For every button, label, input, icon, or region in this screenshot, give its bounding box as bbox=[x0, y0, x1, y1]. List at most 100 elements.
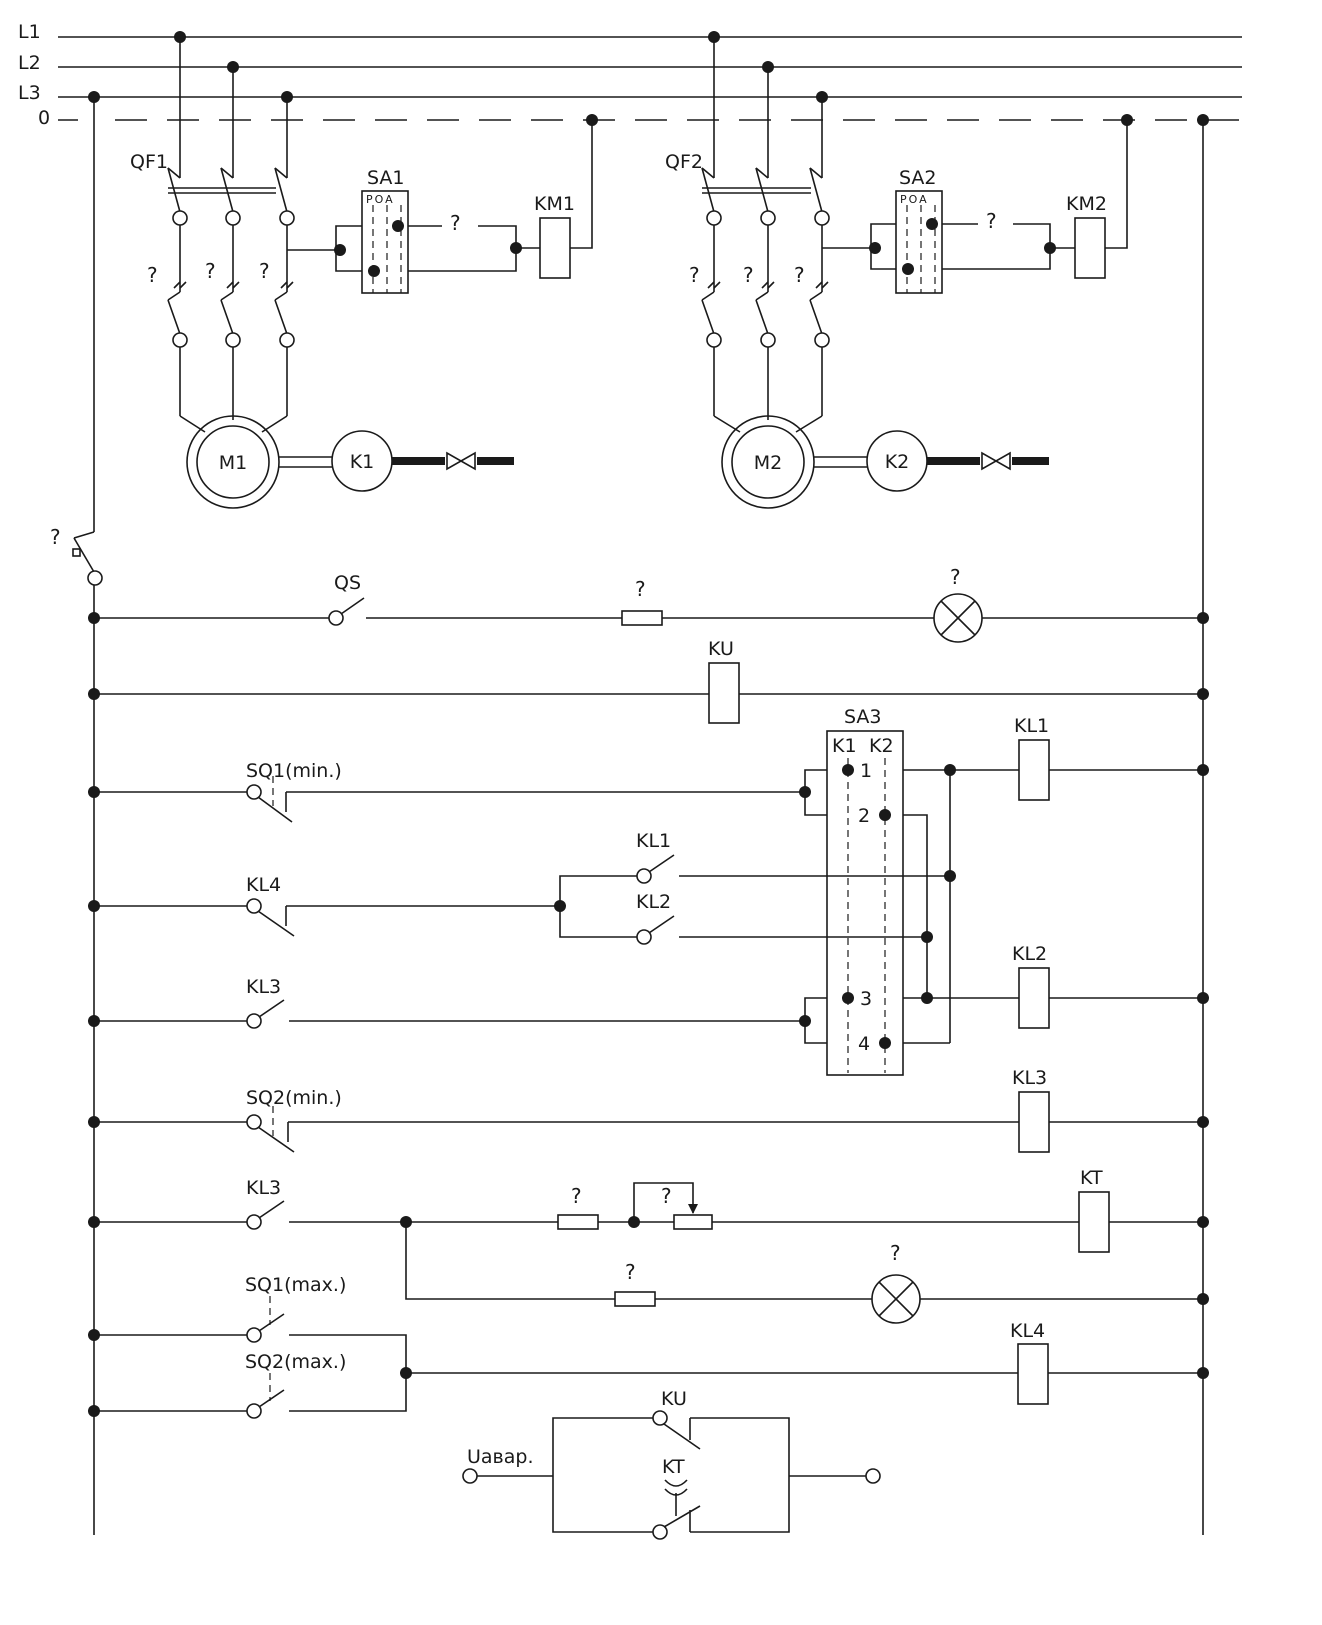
sa1-label: SA1 bbox=[367, 167, 405, 189]
rung-kl3-a: KL3 KL2 bbox=[88, 943, 1209, 1044]
pump-k1-label: K1 bbox=[350, 451, 375, 473]
pipe bbox=[1012, 457, 1049, 465]
unknown-mark: ? bbox=[794, 263, 805, 287]
sq1-max-label: SQ1(max.) bbox=[245, 1274, 346, 1296]
junction-dot bbox=[921, 992, 933, 1004]
sq1-min-terminal bbox=[246, 784, 262, 800]
junction-dot bbox=[88, 91, 100, 103]
motor-m2 bbox=[721, 415, 815, 509]
motor-m1 bbox=[186, 415, 280, 509]
rail-switch-terminal bbox=[87, 570, 103, 586]
valve-icon bbox=[446, 451, 476, 471]
kl3-contact-terminal bbox=[246, 1013, 262, 1029]
motor-m2-label: M2 bbox=[754, 452, 782, 474]
alarm-input-label: Uавар. bbox=[467, 1446, 534, 1468]
sa3-pos-2: 2 bbox=[858, 805, 870, 827]
sq2-min-terminal bbox=[246, 1114, 262, 1130]
junction-dot bbox=[1197, 1293, 1209, 1305]
coil-kl4 bbox=[1017, 1343, 1049, 1405]
unknown-mark: ? bbox=[689, 263, 700, 287]
kl1-coil-label: KL1 bbox=[1014, 715, 1049, 737]
coil-km2 bbox=[1074, 217, 1106, 279]
fuse-switch-marker bbox=[72, 548, 81, 557]
rheostat bbox=[673, 1214, 713, 1230]
kl3-contact-terminal bbox=[246, 1214, 262, 1230]
ku-coil-label: KU bbox=[708, 638, 734, 660]
qs-terminal bbox=[328, 610, 344, 626]
junction-dot bbox=[926, 218, 938, 230]
kl4-contact-label: KL4 bbox=[246, 874, 281, 896]
sa3-pos-1: 1 bbox=[860, 760, 872, 782]
junction-dot bbox=[1197, 1116, 1209, 1128]
alarm-circuit: Uавар. KU KT bbox=[462, 1388, 881, 1540]
coil-ku bbox=[708, 662, 740, 724]
unknown-mark: ? bbox=[50, 525, 61, 549]
junction-dot bbox=[1197, 1367, 1209, 1379]
sa3-pos-4: 4 bbox=[858, 1033, 870, 1055]
contact-terminal bbox=[172, 332, 188, 348]
qf1-label: QF1 bbox=[130, 151, 168, 173]
sa3-contact-3 bbox=[842, 992, 854, 1004]
resistor bbox=[621, 610, 663, 626]
kl3-contact-label: KL3 bbox=[246, 976, 281, 998]
bus-l1-label: L1 bbox=[18, 21, 41, 43]
coil-kt bbox=[1078, 1191, 1110, 1253]
unknown-mark: ? bbox=[571, 1184, 582, 1208]
resistor bbox=[557, 1214, 599, 1230]
kl1-contact-label: KL1 bbox=[636, 830, 671, 852]
sa3-contact-2 bbox=[879, 809, 891, 821]
resistor bbox=[614, 1291, 656, 1307]
rung-kl3-b: KL3 ? ? KT ? ? bbox=[88, 1167, 1209, 1324]
pump-k2-label: K2 bbox=[885, 451, 910, 473]
breaker-terminal bbox=[814, 210, 830, 226]
contact-terminal bbox=[225, 332, 241, 348]
sa3-body bbox=[826, 730, 904, 1076]
contact-terminal bbox=[279, 332, 295, 348]
unknown-mark: ? bbox=[450, 211, 461, 235]
contact-terminal bbox=[814, 332, 830, 348]
drive-1: QF1 ? ? ? bbox=[130, 31, 598, 509]
sq2-max-label: SQ2(max.) bbox=[245, 1351, 346, 1373]
junction-dot bbox=[1197, 764, 1209, 776]
junction-dot bbox=[174, 31, 186, 43]
junction-dot bbox=[1197, 114, 1209, 126]
junction-dot bbox=[392, 220, 404, 232]
bus-neutral-label: 0 bbox=[38, 107, 50, 129]
unknown-mark: ? bbox=[625, 1260, 636, 1284]
ku-contact-label: KU bbox=[661, 1388, 687, 1410]
breaker-terminal bbox=[172, 210, 188, 226]
sa3-contact-4 bbox=[879, 1037, 891, 1049]
junction-dot bbox=[1197, 992, 1209, 1004]
junction-dot bbox=[1121, 114, 1133, 126]
rung-qs: QS ? ? bbox=[88, 565, 1209, 643]
rung-ku: KU bbox=[88, 638, 1209, 724]
unknown-mark: ? bbox=[986, 209, 997, 233]
coil-kl3 bbox=[1018, 1091, 1050, 1153]
contact-terminal bbox=[706, 332, 722, 348]
junction-dot bbox=[869, 242, 881, 254]
rung-sq2-min: SQ2(min.) KL3 bbox=[88, 1067, 1209, 1153]
kt-contact-label: KT bbox=[662, 1456, 685, 1478]
unknown-mark: ? bbox=[661, 1184, 672, 1208]
kt-contact-terminal bbox=[652, 1524, 668, 1540]
drive-2: QF2 ? ? ? M2 bbox=[665, 31, 1133, 509]
contact-terminal bbox=[760, 332, 776, 348]
junction-dot bbox=[762, 61, 774, 73]
sq2-min-label: SQ2(min.) bbox=[246, 1087, 342, 1109]
kl1-contact-terminal bbox=[636, 868, 652, 884]
coil-km1 bbox=[539, 217, 571, 279]
breaker-terminal bbox=[225, 210, 241, 226]
kl2-contact-label: KL2 bbox=[636, 891, 671, 913]
sa1-positions: POA bbox=[366, 193, 395, 206]
coil-kl2 bbox=[1018, 967, 1050, 1029]
pipe bbox=[392, 457, 445, 465]
busbars: L1 L2 L3 0 bbox=[18, 21, 1242, 129]
sa3-contact-1 bbox=[842, 764, 854, 776]
sa2-positions: POA bbox=[900, 193, 929, 206]
switch-sa2 bbox=[895, 190, 943, 294]
kl4-contact-terminal bbox=[246, 898, 262, 914]
unknown-mark: ? bbox=[890, 1241, 901, 1265]
breaker-terminal bbox=[279, 210, 295, 226]
junction-dot bbox=[1197, 1216, 1209, 1228]
bus-l3-label: L3 bbox=[18, 82, 41, 104]
